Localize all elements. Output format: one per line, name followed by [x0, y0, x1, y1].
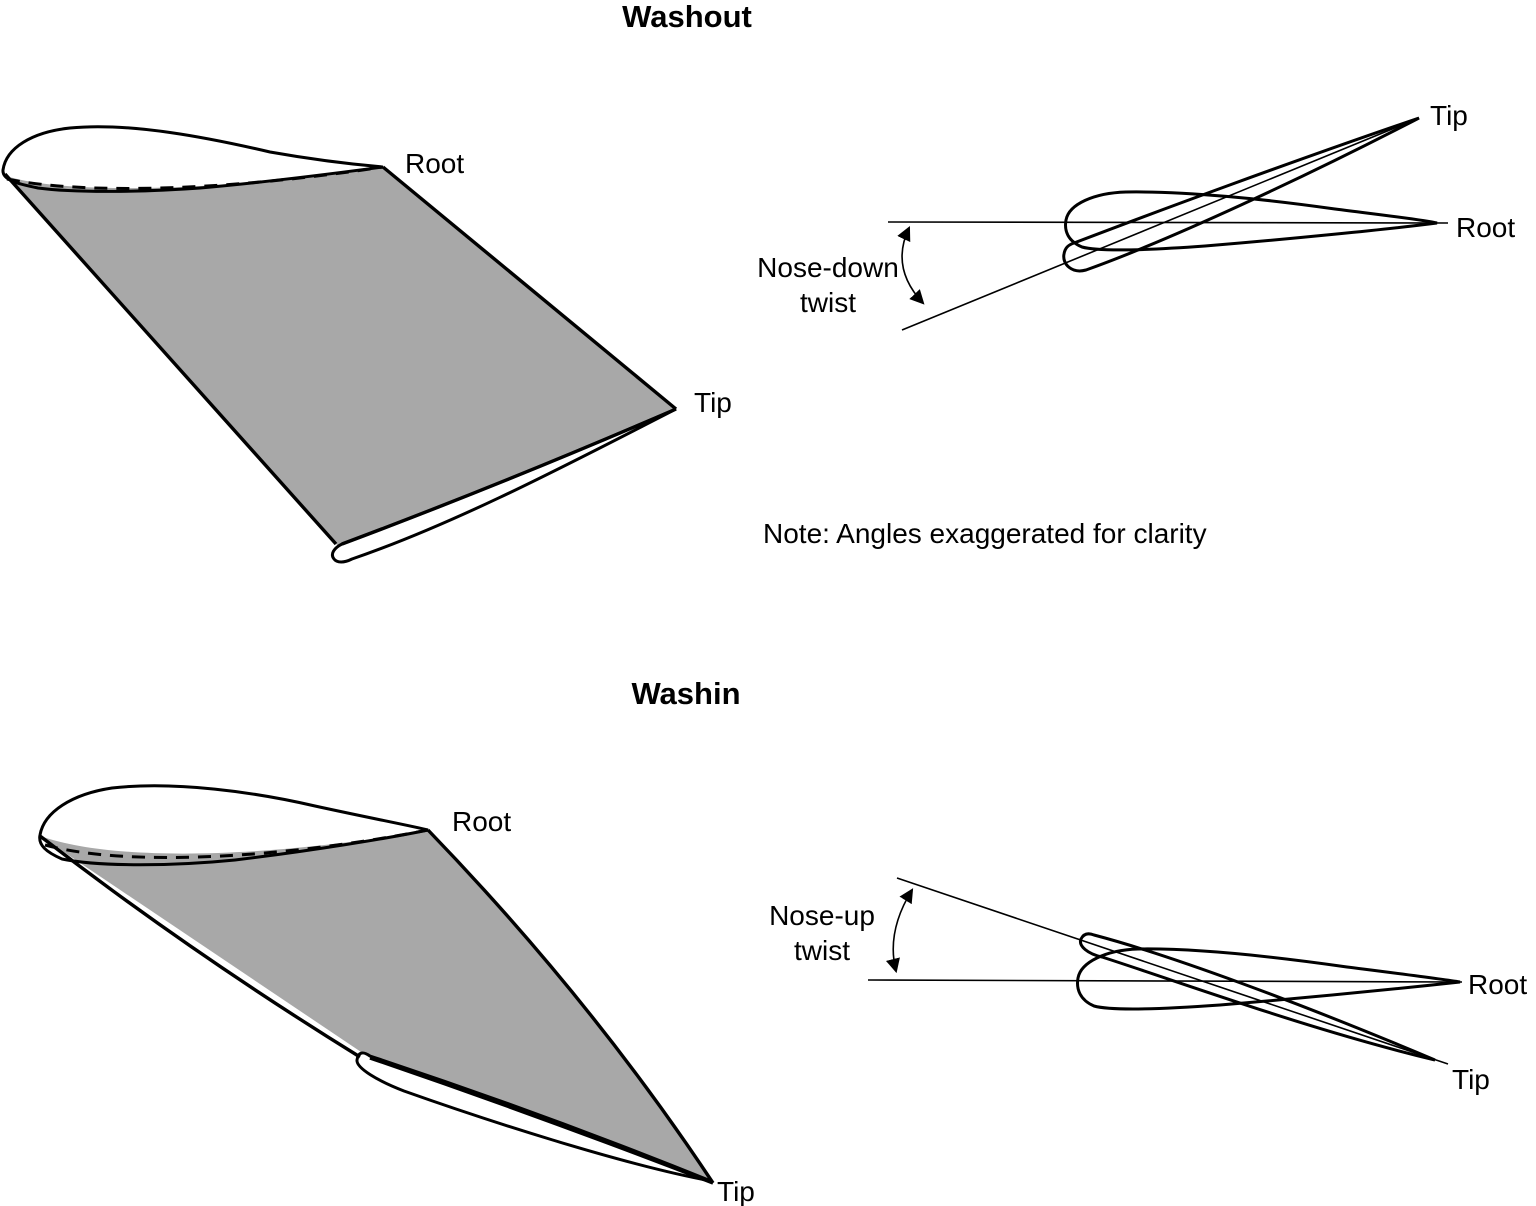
washin-detail-root-chord-line [867, 979, 1463, 983]
washin-wing-surface [40, 830, 713, 1183]
washout-detail-root-chord-line [887, 221, 1449, 224]
washin-wing-leading-edge [38, 834, 361, 1059]
washin-detail-twist-angle-arc [885, 888, 914, 974]
washout-wing-surface [6, 167, 675, 546]
washout-detail-twist-angle-arc [897, 226, 925, 305]
washout-wing-leading-edge [3, 172, 338, 546]
washin-twist-detail: Nose-up twist Root Tip [769, 877, 1527, 1095]
washin-wing-tip-airfoil [355, 1051, 712, 1183]
washout-detail-tip-label: Tip [1430, 100, 1468, 131]
washin-wing-tip-edge [369, 1056, 714, 1185]
washin-detail-tip-airfoil [1078, 932, 1436, 1062]
washout-wing-tip-edge [341, 407, 677, 546]
washin-detail-twist-label-line2: twist [794, 935, 850, 966]
washout-root-chord-hidden-line [6, 165, 384, 190]
washout-detail-twist-label-line2: twist [800, 287, 856, 318]
washout-detail-root-label: Root [1456, 212, 1515, 243]
washin-detail-twist-label-line1: Nose-up [769, 900, 875, 931]
washout-wing-root-label: Root [405, 148, 464, 179]
washin-detail-tip-chord-line [896, 877, 1449, 1065]
washout-wing-tip-label: Tip [694, 387, 732, 418]
washin-wing-trailing-edge [426, 828, 715, 1184]
washout-detail-tip-airfoil [1062, 116, 1420, 273]
washout-wing-trailing-edge [381, 165, 678, 411]
washin-wing-tip-label: Tip [717, 1176, 755, 1206]
washin-detail-root-label: Root [1468, 969, 1527, 1000]
washout-detail-twist-label-line1: Nose-down [757, 252, 899, 283]
washout-title: Washout [622, 0, 752, 34]
washin-title: Washin [631, 676, 740, 711]
washout-twist-detail: Nose-down twist Tip Root [757, 100, 1515, 331]
washout-detail-tip-chord-line [901, 117, 1420, 331]
washin-wing-root-label: Root [452, 806, 511, 837]
washout-wing-3d: Root Tip [1, 125, 732, 564]
washin-detail-tip-label: Tip [1452, 1064, 1490, 1095]
washin-detail-root-airfoil [1076, 947, 1461, 1011]
note-text: Note: Angles exaggerated for clarity [763, 518, 1207, 549]
washin-wing-3d: Root Tip [38, 784, 755, 1206]
